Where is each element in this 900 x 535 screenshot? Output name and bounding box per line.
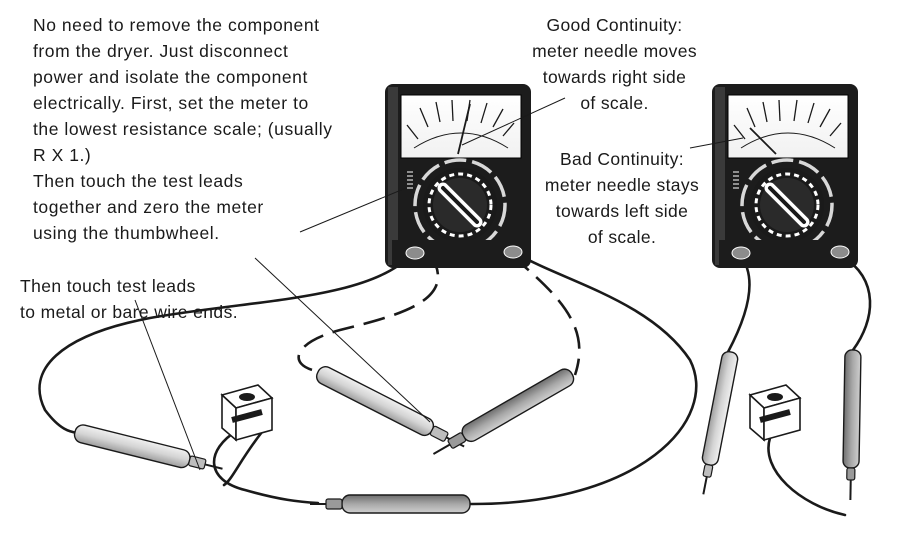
- lead-wire-black: [38, 252, 414, 435]
- multimeter-icon: [712, 84, 858, 268]
- wires-left-meter: [38, 251, 698, 506]
- selector-knob-icon: [423, 168, 497, 242]
- jack-right: [503, 245, 523, 259]
- test-probe-icon: [701, 350, 739, 495]
- wires-dashed-alt: [297, 253, 581, 376]
- right-coil-wire: [767, 436, 847, 517]
- leader-bad: [689, 137, 744, 149]
- jack-left: [405, 246, 425, 260]
- meter-face: [400, 94, 522, 159]
- lead-wire-red: [468, 251, 698, 506]
- leader-bare-wire: [134, 299, 201, 471]
- coil-component-icon: [748, 384, 802, 442]
- good-continuity-text: Good Continuity: meter needle moves towa…: [532, 15, 697, 113]
- alt-lead-red: [511, 254, 581, 376]
- bad-continuity-text: Bad Continuity: meter needle stays towar…: [544, 149, 700, 247]
- leader-thumbwheel: [299, 187, 407, 233]
- test-probe-icon: [73, 424, 223, 470]
- leader-lines: [134, 97, 744, 471]
- test-probe-icon: [315, 366, 465, 448]
- coil-component-icon: [220, 384, 274, 442]
- instructions-text: No need to remove the component from the…: [33, 15, 333, 243]
- needle-bad: [749, 127, 777, 155]
- right-lead-red: [840, 254, 872, 352]
- leader-zero-touch: [254, 257, 431, 423]
- test-probe-icon: [842, 349, 862, 500]
- component-wire-2: [222, 430, 264, 487]
- leader-good: [461, 97, 566, 146]
- touch-leads-text: Then touch test leads to metal or bare w…: [20, 276, 238, 322]
- multimeter-icon: [385, 84, 531, 268]
- test-probe-icon: [310, 494, 471, 514]
- selector-knob-icon: [750, 168, 824, 242]
- needle-good: [457, 103, 471, 155]
- meter-face-2: [727, 94, 849, 159]
- alt-lead-black: [297, 253, 440, 374]
- test-probe-icon: [432, 368, 575, 455]
- component-wire: [212, 428, 320, 505]
- right-lead-black: [726, 253, 751, 354]
